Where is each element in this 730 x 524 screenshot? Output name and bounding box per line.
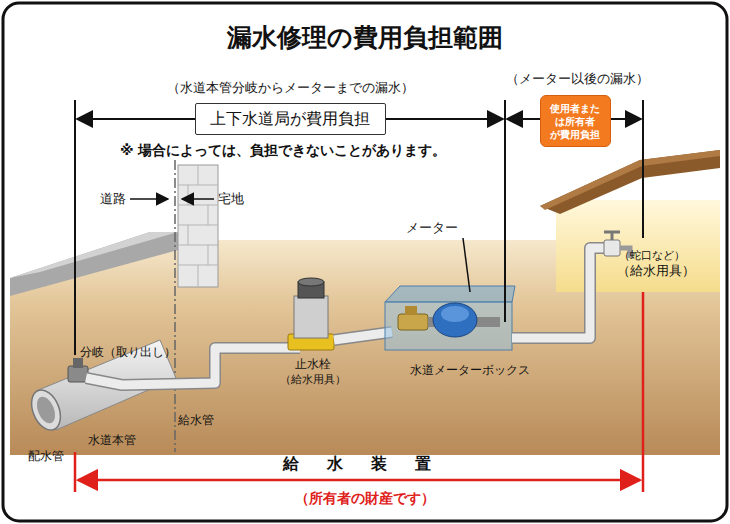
cost-box-orange: 使用者また は所有者 が費用負担 — [540, 95, 611, 147]
part-label: 配水管 — [28, 449, 64, 464]
part-label: メーター — [406, 220, 458, 236]
part-label: 止水栓 — [295, 357, 331, 372]
warning-note: ※ 場合によっては、負担できないことがあります。 — [120, 142, 446, 160]
range-label: 給 水 装 置 — [283, 454, 437, 474]
box-text: 使用者また は所有者 が費用負担 — [547, 102, 603, 141]
cost-box: 上下水道局が費用負担 — [195, 103, 386, 135]
diagram-title: 漏水修理の費用負担範囲 — [227, 22, 503, 53]
part-label: 給水管 — [178, 413, 214, 428]
ownership-note: （所有者の財産です） — [295, 490, 435, 508]
part-label: （蛇口など） — [619, 249, 685, 263]
part-label: 分岐（取り出し） — [80, 345, 176, 360]
range-note: （水道本管分岐からメーターまでの漏水） — [167, 80, 414, 96]
box-text: 上下水道局が費用負担 — [210, 109, 370, 130]
part-label: （給水用具） — [280, 373, 346, 387]
part-label: 水道メーターボックス — [410, 363, 530, 378]
area-label: 道路 — [100, 191, 126, 207]
area-label: 宅地 — [218, 191, 244, 207]
range-note: （メーター以後の漏水） — [506, 71, 649, 87]
part-label: （給水用具） — [617, 263, 695, 279]
part-label: 水道本管 — [88, 433, 136, 448]
